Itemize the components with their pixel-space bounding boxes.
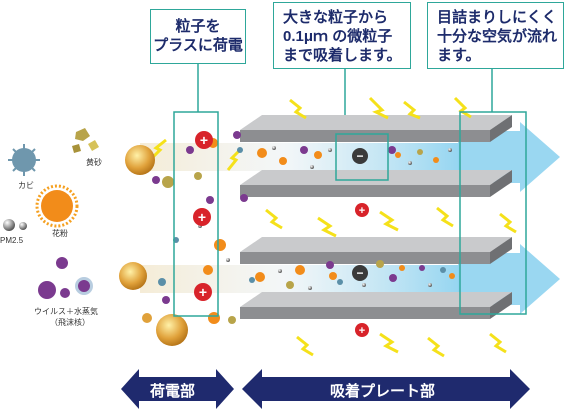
lightning-icon xyxy=(317,216,337,238)
lightning-icon xyxy=(499,212,517,234)
airflow-highlight xyxy=(459,111,527,315)
lightning-icon xyxy=(436,206,454,228)
legend-pm25-label: PM2.5 xyxy=(0,236,24,245)
micro-particle-highlight xyxy=(335,133,389,181)
legend-mold-label: カビ xyxy=(18,181,34,190)
plate xyxy=(240,115,512,142)
lightning-icon xyxy=(379,332,399,354)
lightning-icon xyxy=(265,208,283,230)
callout-adsorption-line: 0.1μｍ の微粒子 xyxy=(283,28,393,45)
charging-section-label: 荷電部 xyxy=(150,383,196,400)
mold-icon xyxy=(8,144,40,176)
flowing-particles xyxy=(119,131,455,346)
legend-pollen-label: 花粉 xyxy=(52,229,68,238)
positive-charge-icon: + xyxy=(195,131,213,149)
yellow-sand-icon xyxy=(72,128,99,153)
lightning-icon xyxy=(226,148,242,171)
callout-no-clog-line: ます。 xyxy=(437,47,481,64)
callout-adsorption: 大きな粒子から 0.1μｍ の微粒子 まで吸着します。 xyxy=(273,2,411,69)
svg-text:+: + xyxy=(359,325,365,337)
particle-legend-icons xyxy=(3,128,99,299)
lightning-icon xyxy=(403,100,421,120)
lightning-icon xyxy=(489,332,507,354)
adsorption-plates xyxy=(240,115,512,319)
callout-no-clog: 目詰まりしにくく 十分な空気が流れ ます。 xyxy=(427,2,564,69)
large-dust-particle xyxy=(119,262,147,290)
large-dust-particle xyxy=(125,145,155,175)
svg-text:−: − xyxy=(356,149,363,163)
lightning-icon xyxy=(289,98,307,120)
electric-discharge-bolts xyxy=(148,96,517,358)
callout-charging: 粒子を プラスに荷電 xyxy=(150,9,246,64)
lightning-icon xyxy=(296,335,314,357)
negative-charge-icon: − xyxy=(352,265,368,281)
adsorption-section-label: 吸着プレート部 xyxy=(330,383,436,400)
plate xyxy=(240,237,512,264)
charging-zone-highlight xyxy=(173,111,219,317)
lightning-icon xyxy=(379,210,399,232)
lightning-icon xyxy=(427,336,445,358)
callout-charging-line: プラスに荷電 xyxy=(153,37,243,54)
pm25-icon xyxy=(3,219,27,231)
legend-virus-label: ウイルス＋水蒸気 xyxy=(34,307,98,316)
svg-text:−: − xyxy=(356,266,363,280)
lightning-icon xyxy=(368,96,389,120)
plate xyxy=(240,292,512,319)
positive-charge-icon: + xyxy=(194,283,212,301)
large-dust-particle xyxy=(156,314,188,346)
positive-charge-icon: + xyxy=(355,323,369,337)
callout-no-clog-line: 十分な空気が流れ xyxy=(437,28,558,45)
negative-charges: − − xyxy=(352,148,368,281)
svg-text:+: + xyxy=(359,205,365,217)
legend-yellow-sand-label: 黄砂 xyxy=(86,158,102,167)
positive-charges: + + + + + xyxy=(193,131,369,337)
callout-no-clog-line: 目詰まりしにくく xyxy=(437,9,557,26)
callout-charging-line: 粒子を xyxy=(175,18,221,35)
positive-charge-icon: + xyxy=(355,203,369,217)
lightning-icon xyxy=(453,96,472,119)
pollen-icon xyxy=(35,184,79,228)
svg-text:+: + xyxy=(200,132,208,148)
svg-text:+: + xyxy=(199,284,207,300)
plate xyxy=(240,170,512,197)
adsorption-section-arrow xyxy=(242,369,530,409)
legend-droplet-label: （飛沫核） xyxy=(50,318,90,327)
negative-charge-icon: − xyxy=(352,148,368,164)
callout-adsorption-line: 大きな粒子から xyxy=(283,9,389,26)
callout-adsorption-line: まで吸着します。 xyxy=(283,47,402,64)
svg-text:+: + xyxy=(198,209,206,225)
lightning-icon xyxy=(148,138,167,162)
charging-section-arrow xyxy=(121,369,234,409)
virus-droplet-icon xyxy=(38,257,93,299)
positive-charge-icon: + xyxy=(193,208,211,226)
